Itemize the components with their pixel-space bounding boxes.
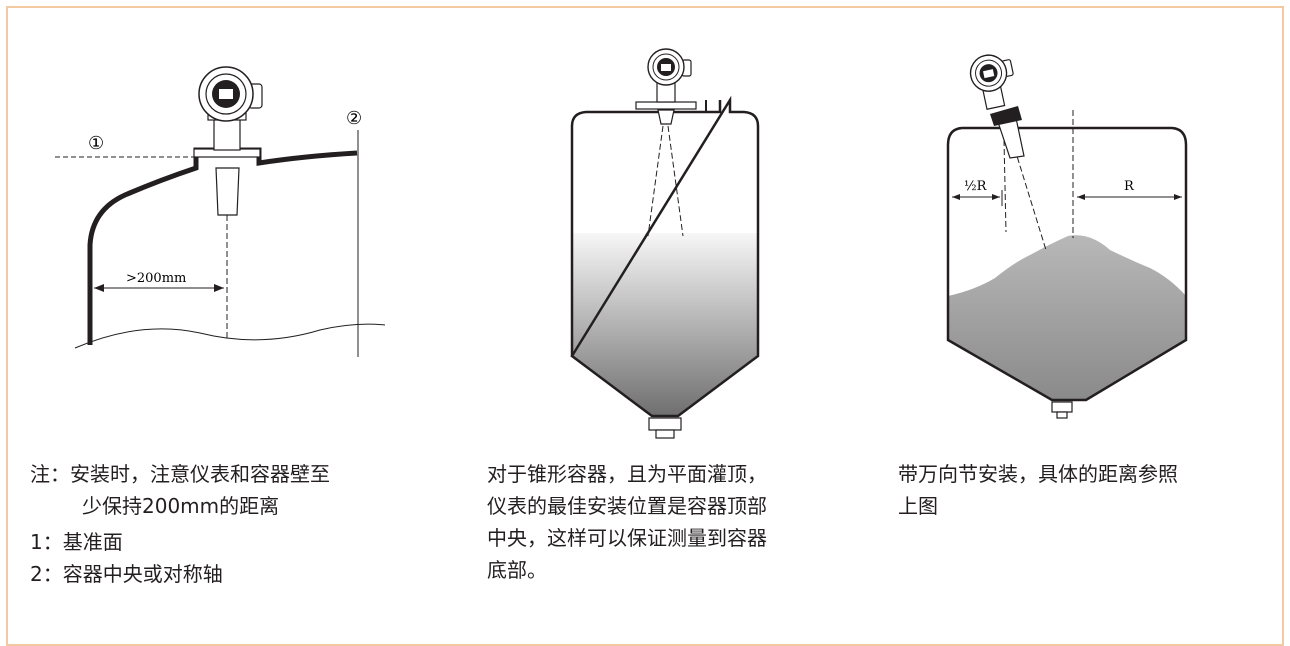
transmitter-icon bbox=[647, 48, 692, 103]
panel-3-caption: 带万向节安装，具体的距离参照 上图 bbox=[898, 458, 1178, 522]
half-r-label: ½R bbox=[964, 179, 988, 194]
installation-diagrams: ① ② >200mm bbox=[55, 48, 1188, 439]
outlet bbox=[1051, 401, 1073, 413]
vessel-wall bbox=[87, 147, 358, 345]
caption-line: 带万向节安装，具体的距离参照 bbox=[898, 462, 1178, 486]
marker-2: ② bbox=[346, 108, 362, 129]
horn-antenna bbox=[215, 167, 240, 216]
transmitter-icon bbox=[969, 54, 1014, 110]
caption-line: 仪表的最佳安装位置是容器顶部 bbox=[487, 494, 767, 518]
beam-left bbox=[1003, 139, 1007, 233]
caption-line: 底部。 bbox=[487, 558, 547, 582]
caption-note-line-1: 注：安装时，注意仪表和容器壁至 bbox=[30, 462, 330, 486]
caption-line: 上图 bbox=[898, 494, 938, 518]
conical-tank bbox=[946, 126, 1188, 402]
tank-content bbox=[572, 233, 758, 416]
beam-right bbox=[667, 125, 684, 237]
material-level bbox=[74, 323, 386, 349]
panel-2-caption: 对于锥形容器，且为平面灌顶， 仪表的最佳安装位置是容器顶部 中央，这样可以保证测… bbox=[487, 458, 767, 586]
caption-legend-1: 1：基准面 bbox=[30, 530, 123, 554]
panel-1-caption: 注：安装时，注意仪表和容器壁至 少保持200mm的距离 1：基准面 2：容器中央… bbox=[30, 458, 330, 590]
panel-1-diagram: ① ② >200mm bbox=[55, 66, 386, 357]
beam-left bbox=[647, 125, 664, 237]
material-heap bbox=[948, 235, 1186, 400]
caption-line: 中央，这样可以保证测量到容器 bbox=[487, 526, 767, 550]
marker-1: ① bbox=[88, 133, 104, 154]
conical-tank bbox=[570, 95, 760, 418]
r-label: R bbox=[1124, 179, 1135, 194]
flange bbox=[635, 101, 697, 110]
caption-note-line-2: 少保持200mm的距离 bbox=[82, 494, 280, 518]
caption-line: 对于锥形容器，且为平面灌顶， bbox=[487, 462, 767, 486]
distance-label: >200mm bbox=[126, 271, 186, 286]
panel-2-diagram bbox=[570, 48, 760, 439]
transmitter-icon bbox=[198, 66, 263, 151]
panel-3-diagram: ½R R bbox=[946, 54, 1188, 419]
beam-right bbox=[1011, 139, 1047, 251]
caption-legend-2: 2：容器中央或对称轴 bbox=[30, 562, 223, 586]
swivel-flange bbox=[990, 106, 1022, 126]
outlet bbox=[648, 417, 682, 431]
